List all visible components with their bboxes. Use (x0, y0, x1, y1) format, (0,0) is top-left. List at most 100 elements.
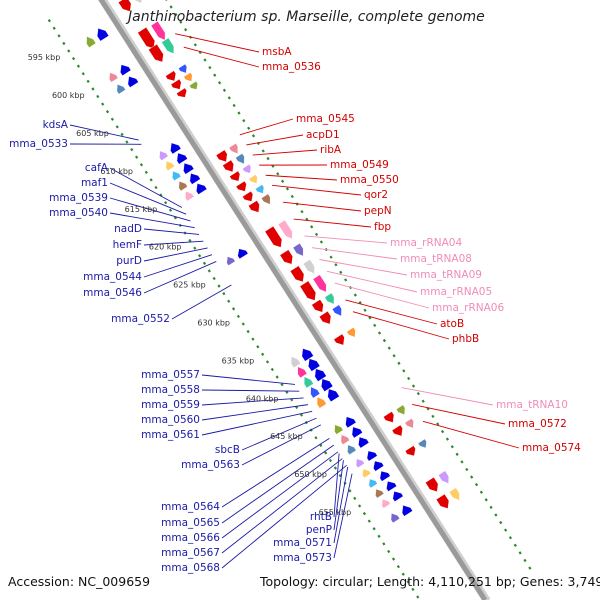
right-gene-label: mma_rRNA05 (420, 286, 492, 298)
scale-line-outer (47, 19, 422, 600)
gene-arrow (178, 180, 188, 192)
gene-arrow (165, 70, 177, 82)
gene-arrow (368, 478, 378, 489)
scale-tick-label: 620 kbp (149, 243, 182, 252)
left-label-leader (143, 240, 204, 246)
left-label-leader (241, 424, 322, 466)
right-gene-label: phbB (452, 333, 479, 345)
gene-arrow (183, 72, 193, 82)
gene-arrow (324, 292, 335, 305)
gene-arrow (279, 249, 293, 265)
left-gene-label: sbcB (215, 444, 240, 456)
gene-arrow (235, 180, 247, 192)
gene-arrow (261, 193, 271, 205)
left-label-leader (109, 197, 191, 222)
left-label-leader (333, 473, 353, 559)
gene-arrow (308, 358, 321, 372)
gene-arrow (222, 159, 234, 173)
gene-arrow (331, 304, 342, 317)
gene-arrow (134, 0, 142, 4)
right-gene-label: mma_tRNA10 (496, 399, 568, 411)
scale-tick-label: 610 kbp (100, 167, 133, 176)
right-gene-label: mma_0572 (508, 418, 567, 430)
right-label-leader (293, 218, 372, 228)
right-gene-label: qor2 (364, 189, 388, 201)
left-gene-label: penP (306, 524, 332, 536)
right-gene-label: ribA (320, 144, 342, 156)
left-label-leader (109, 167, 183, 208)
right-label-leader (352, 311, 450, 340)
gene-arrow (148, 43, 164, 63)
right-label-leader (304, 235, 388, 244)
left-gene-label: mma_0544 (83, 271, 142, 283)
gene-arrow (396, 404, 406, 415)
right-label-leader (412, 403, 506, 425)
accession-label: Accession: NC_009659 (8, 574, 151, 589)
gene-arrow (176, 87, 187, 98)
map-title: Janthinobacterium sp. Marseille, complet… (128, 9, 485, 25)
gene-arrow (379, 470, 391, 482)
left-label-leader (221, 451, 339, 539)
gene-arrow (189, 173, 201, 185)
scale-tick-label: 595 kbp (28, 53, 61, 62)
left-gene-label: mma_0561 (141, 429, 200, 441)
right-label-leader (183, 46, 260, 68)
gene-arrow (226, 256, 236, 266)
left-label-leader (109, 212, 195, 229)
scale-tick-label: 650 kbp (294, 470, 327, 479)
right-label-leader (265, 174, 338, 181)
gene-arrow (248, 200, 260, 213)
right-gene-label: atoB (440, 318, 464, 330)
gene-arrow (237, 248, 249, 260)
right-label-leader (319, 259, 408, 276)
gene-arrow (347, 444, 357, 455)
gene-arrow (299, 280, 317, 301)
left-gene-label: nadD (114, 223, 142, 235)
gene-arrow (297, 366, 308, 379)
gene-arrow (333, 333, 345, 346)
gene-arrow (401, 504, 413, 517)
gene-arrow (264, 225, 283, 248)
gene-arrow (435, 493, 450, 509)
gene-arrow (185, 191, 195, 202)
left-gene-label: mma_0573 (273, 552, 332, 564)
left-gene-label: mma_0533 (9, 138, 68, 150)
left-gene-label: mma_0546 (83, 287, 142, 299)
gene-arrow (346, 327, 356, 338)
right-label-leader (401, 387, 494, 406)
gene-arrow (319, 310, 332, 325)
gene-arrow (150, 20, 166, 41)
gene-arrow (404, 418, 414, 429)
left-label-leader (201, 397, 304, 406)
gene-arrow (312, 274, 327, 293)
topology-label: Topology: circular; Length: 4,110,251 bp… (260, 574, 600, 589)
left-gene-label: kdsA (43, 119, 69, 131)
gene-arrow (196, 183, 208, 195)
right-label-leader (282, 201, 362, 212)
right-label-leader (422, 420, 520, 449)
scale-tick-label: 630 kbp (197, 318, 230, 327)
right-label-leader (345, 299, 438, 325)
right-gene-label: mma_0549 (330, 159, 389, 171)
gene-arrow (159, 150, 169, 161)
gene-arrow (448, 487, 460, 501)
right-gene-label: msbA (262, 46, 292, 58)
gene-arrow (242, 164, 252, 174)
right-label-leader (334, 282, 430, 309)
gene-arrow (438, 470, 449, 484)
gene-arrow (404, 445, 416, 457)
left-label-leader (201, 410, 313, 436)
left-label-leader (241, 417, 317, 451)
gene-arrow (366, 450, 378, 462)
gene-arrow (351, 426, 363, 439)
scale-tick-label: 645 kbp (270, 432, 303, 441)
gene-arrow (86, 36, 97, 48)
right-gene-label: mma_rRNA06 (432, 302, 504, 314)
left-label-leader (333, 466, 349, 544)
left-gene-label: mma_0563 (181, 459, 240, 471)
gene-arrow (176, 152, 188, 165)
gene-arrow (183, 162, 195, 175)
right-gene-label: mma_tRNA09 (410, 269, 482, 281)
scale-tick-label: 600 kbp (52, 91, 85, 100)
